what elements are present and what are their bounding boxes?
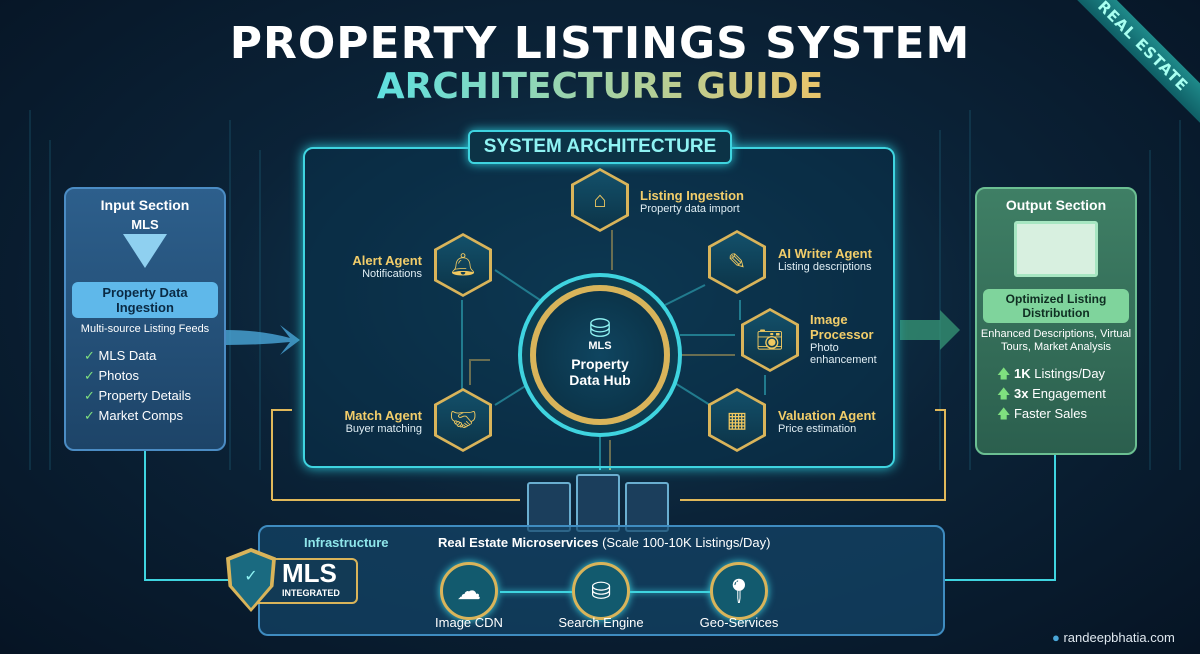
badge-sub: INTEGRATED [282, 588, 340, 598]
list-item-label: Market Comps [98, 408, 184, 423]
check-icon: ✓ [84, 408, 99, 423]
metric-value: 1K [1013, 366, 1031, 381]
check-icon: ✓ [84, 348, 99, 363]
list-item-label: Property Details [98, 388, 191, 403]
service-label: Image CDN [435, 615, 503, 630]
arrow-up-icon: 🡅 [997, 366, 1014, 381]
mls-label: MLS [131, 217, 159, 232]
database-search-icon: ⛁ [572, 562, 630, 620]
check-icon: ✓ [84, 388, 99, 403]
infrastructure-panel: Infrastructure Real Estate Microservices… [258, 525, 945, 636]
hub-mls-label: MLS [588, 340, 612, 352]
pen-icon: ✎ [708, 230, 766, 294]
title-line-1: PROPERTY LISTINGS SYSTEM [229, 18, 971, 69]
list-item: ✓ Photos [84, 366, 224, 386]
output-subtitle: Enhanced Descriptions, Virtual Tours, Ma… [980, 328, 1132, 353]
funnel-icon [123, 234, 167, 268]
metric-label: Engagement [1032, 386, 1106, 401]
metric-label: Listings/Day [1034, 366, 1106, 381]
microservices-title: Real Estate Microservices (Scale 100-10K… [438, 535, 770, 550]
input-list: ✓ MLS Data ✓ Photos ✓ Property Details ✓… [84, 346, 224, 426]
output-metrics: 🡅 1K Listings/Day 🡅 3x Engagement 🡅 Fast… [997, 364, 1135, 424]
server-icon [576, 474, 620, 532]
output-heading: Output Section [1005, 197, 1107, 213]
footer-text: randeepbhatia.com [1063, 630, 1175, 645]
cloud-video-icon: ☁ [440, 562, 498, 620]
system-title: SYSTEM ARCHITECTURE [468, 130, 732, 164]
input-subtitle: Multi-source Listing Feeds [80, 323, 210, 335]
agent-desc: Price estimation [778, 423, 857, 435]
agent-name: Valuation Agent [778, 408, 876, 423]
agent-name: AI Writer Agent [778, 246, 872, 261]
agent-desc: Buyer matching [345, 423, 422, 435]
microservices-title-bold: Real Estate Microservices [438, 535, 599, 550]
metric: 🡅 Faster Sales [997, 404, 1135, 424]
arrow-up-icon: 🡅 [997, 386, 1014, 401]
metric: 🡅 1K Listings/Day [997, 364, 1135, 384]
badge-main: MLS [282, 558, 337, 588]
metric: 🡅 3x Engagement [997, 384, 1135, 404]
input-section: Input Section MLS Property Data Ingestio… [64, 187, 226, 451]
mls-integrated-badge: ✓ MLS INTEGRATED [226, 548, 360, 614]
infrastructure-label: Infrastructure [304, 535, 389, 550]
agent-name: Image Processor [810, 312, 874, 342]
hub-label: Property Data Hub [569, 356, 631, 388]
map-pin-icon: 📍︎ [710, 562, 768, 620]
agent-desc: Listing descriptions [778, 261, 872, 273]
microservices-title-scale: (Scale 100-10K Listings/Day) [602, 535, 771, 550]
agent-desc: Property data import [640, 203, 740, 215]
input-pill: Property Data Ingestion [72, 282, 218, 318]
agent-name: Alert Agent [352, 253, 422, 268]
input-heading: Input Section [100, 197, 190, 213]
server-icon [527, 482, 571, 532]
metric-label: Faster Sales [1013, 406, 1087, 421]
database-icon: ⛁ [589, 313, 611, 343]
agent-desc: Notifications [362, 268, 422, 280]
service-label: Geo-Services [699, 615, 779, 630]
list-item: ✓ Property Details [84, 386, 224, 406]
agent-name: Listing Ingestion [640, 188, 744, 203]
list-item-label: MLS Data [98, 348, 157, 363]
title-line-2: ARCHITECTURE GUIDE [0, 66, 1200, 107]
house-download-icon: ⌂ [571, 168, 629, 232]
globe-icon: ● [1052, 630, 1064, 645]
check-icon: ✓ [84, 368, 99, 383]
title-line-2-text: ARCHITECTURE GUIDE [376, 66, 824, 107]
agent-desc: Photo enhancement [810, 342, 877, 366]
output-section: Output Section Optimized Listing Distrib… [975, 187, 1137, 455]
property-data-hub: ⛁ MLS Property Data Hub [530, 285, 670, 425]
arrow-up-icon: 🡅 [997, 406, 1014, 421]
footer-credit: ● randeepbhatia.com [1052, 630, 1175, 645]
list-item: ✓ Market Comps [84, 406, 224, 426]
server-icon [625, 482, 669, 532]
list-item-label: Photos [98, 368, 139, 383]
metric-value: 3x [1013, 386, 1029, 401]
list-item: ✓ MLS Data [84, 346, 224, 366]
output-pill: Optimized Listing Distribution [983, 289, 1129, 323]
calculator-chart-icon: ▦ [708, 388, 766, 452]
service-label: Search Engine [558, 615, 644, 630]
devices-icon [1014, 221, 1098, 277]
agent-name: Match Agent [344, 408, 422, 423]
camera-icon: 📷︎ [741, 308, 799, 372]
